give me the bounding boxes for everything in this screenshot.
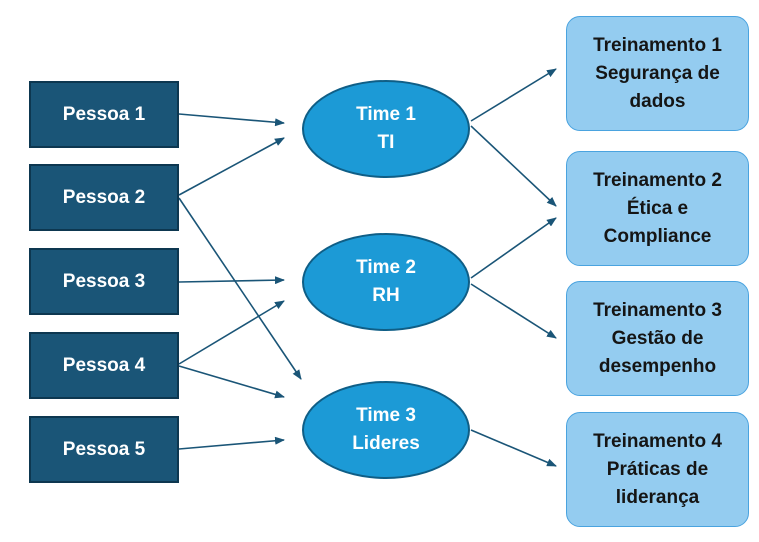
training-title: Treinamento 1	[593, 34, 722, 56]
person-box-1: Pessoa 1	[29, 81, 179, 148]
training-title: Treinamento 4	[593, 430, 722, 452]
person-label: Pessoa 4	[62, 354, 146, 376]
person-label: Pessoa 2	[62, 186, 146, 208]
team-name: Time 3	[356, 405, 416, 426]
arrow-pessoa4-time3	[178, 365, 285, 399]
person-box-3: Pessoa 3	[29, 248, 179, 315]
training-topic: Práticas de	[606, 458, 709, 480]
team-area: RH	[372, 285, 400, 306]
training-box-3: Treinamento 3 Gestão de desempenho	[566, 281, 749, 396]
team-area: Lideres	[352, 433, 420, 454]
arrow-pessoa5-time3	[178, 436, 285, 450]
arrow-pessoa3-time2	[178, 276, 285, 285]
person-box-2: Pessoa 2	[29, 164, 179, 231]
training-topic: liderança	[615, 486, 700, 508]
training-box-1: Treinamento 1 Segurança de dados	[566, 16, 749, 131]
training-title: Treinamento 2	[593, 169, 722, 191]
team-name: Time 2	[356, 257, 416, 278]
training-box-2: Treinamento 2 Ética e Compliance	[566, 151, 749, 266]
arrow-time2-treinamento2	[470, 217, 557, 279]
training-topic: Compliance	[603, 225, 712, 247]
team-area: TI	[377, 132, 395, 153]
training-topic: desempenho	[598, 355, 717, 377]
team-ellipse-1: Time 1 TI	[302, 80, 470, 178]
arrow-pessoa2-time1	[178, 137, 285, 196]
person-box-4: Pessoa 4	[29, 332, 179, 399]
team-ellipse-2: Time 2 RH	[302, 233, 470, 331]
arrow-time2-treinamento3	[470, 283, 557, 339]
person-box-5: Pessoa 5	[29, 416, 179, 483]
training-topic: Ética e	[626, 197, 689, 219]
person-label: Pessoa 1	[62, 103, 146, 125]
arrow-time3-treinamento4	[470, 429, 557, 467]
person-label: Pessoa 3	[62, 270, 146, 292]
person-label: Pessoa 5	[62, 438, 146, 460]
arrow-time1-treinamento1	[470, 68, 557, 122]
arrow-pessoa4-time2	[178, 300, 285, 365]
arrow-pessoa2-time3	[178, 197, 302, 380]
team-ellipse-3: Time 3 Lideres	[302, 381, 470, 479]
arrow-time1-treinamento2	[470, 125, 557, 207]
arrow-pessoa1-time1	[178, 113, 285, 127]
training-topic: Segurança de	[595, 62, 720, 84]
training-title: Treinamento 3	[593, 299, 722, 321]
training-topic: Gestão de	[611, 327, 704, 349]
training-topic: dados	[629, 90, 686, 112]
training-box-4: Treinamento 4 Práticas de liderança	[566, 412, 749, 527]
team-name: Time 1	[356, 104, 416, 125]
